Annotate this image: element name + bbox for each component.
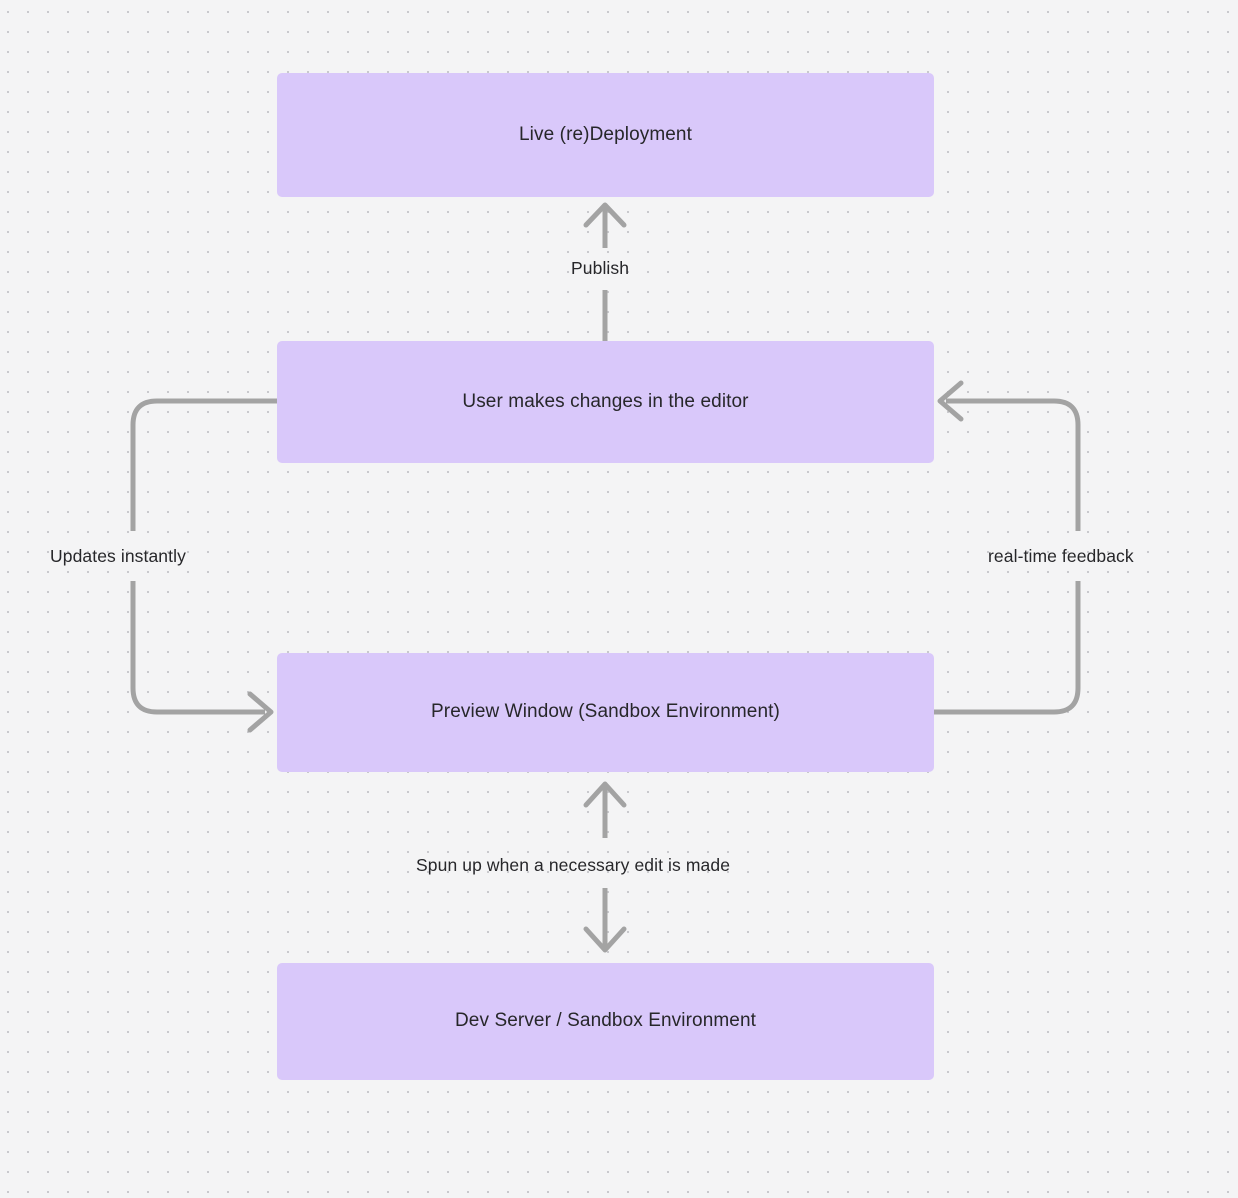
arrowhead-down-icon [583, 926, 627, 953]
node-label: Dev Server / Sandbox Environment [454, 1010, 756, 1032]
node-label: Preview Window (Sandbox Environment) [431, 701, 780, 723]
node-preview-window[interactable]: Preview Window (Sandbox Environment) [277, 653, 934, 772]
arrowhead-left-icon [937, 380, 964, 422]
edge-label-publish: Publish [571, 258, 630, 278]
node-user-makes-changes[interactable]: User makes changes in the editor [277, 341, 934, 463]
edge-label-updates-instantly: Updates instantly [50, 546, 186, 566]
node-live-redeployment[interactable]: Live (re)Deployment [277, 73, 934, 197]
node-dev-server-sandbox[interactable]: Dev Server / Sandbox Environment [277, 963, 934, 1080]
arrowhead-right-icon [247, 691, 274, 733]
node-label: Live (re)Deployment [519, 123, 692, 145]
edge-label-real-time-feedback: real-time feedback [988, 546, 1134, 566]
edge-label-spun-up: Spun up when a necessary edit is made [416, 855, 731, 875]
arrowhead-up-icon [583, 781, 627, 808]
arrowhead-up-icon [583, 202, 627, 228]
node-label: User makes changes in the editor [462, 390, 749, 412]
